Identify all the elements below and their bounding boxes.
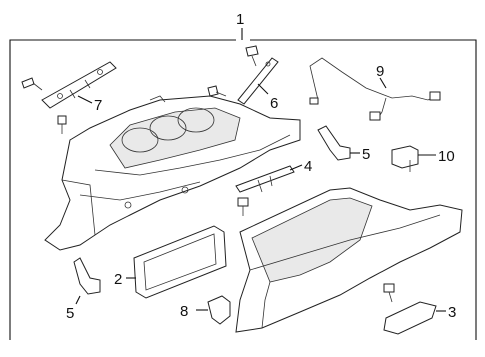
strap-part-6: [237, 57, 279, 105]
screw-fastener: [245, 45, 259, 67]
callout-10: 10: [438, 148, 455, 165]
callout-5-upper: 5: [362, 146, 370, 163]
screw-fastener: [237, 197, 249, 216]
callout-7: 7: [94, 97, 102, 114]
callout-2: 2: [114, 271, 122, 288]
damper-part-5-lower: [73, 257, 101, 295]
latch-part-10: [391, 145, 419, 172]
callout-9: 9: [376, 63, 384, 80]
screw-fastener: [21, 77, 43, 91]
hinge-part-4: [235, 165, 295, 193]
callout-3: 3: [448, 304, 456, 321]
handle-part-3: [383, 301, 437, 335]
damper-part-5-upper: [317, 125, 351, 161]
screw-fastener: [207, 85, 227, 97]
screw-fastener: [383, 283, 395, 303]
glove-box-bin: [235, 187, 463, 333]
callout-4: 4: [304, 158, 312, 175]
callout-8: 8: [180, 303, 188, 320]
screw-fastener: [57, 115, 67, 134]
bracket-part-7: [41, 61, 117, 109]
door-panel-part-2: [133, 225, 227, 299]
glove-box-housing: [44, 95, 301, 251]
assembly-callout-1: 1: [236, 11, 244, 28]
callout-5-lower: 5: [66, 305, 74, 322]
wire-harness-part-9: [309, 57, 441, 121]
assembly-frame: [9, 28, 477, 340]
callout-6: 6: [270, 95, 278, 112]
striker-part-8: [207, 295, 231, 325]
